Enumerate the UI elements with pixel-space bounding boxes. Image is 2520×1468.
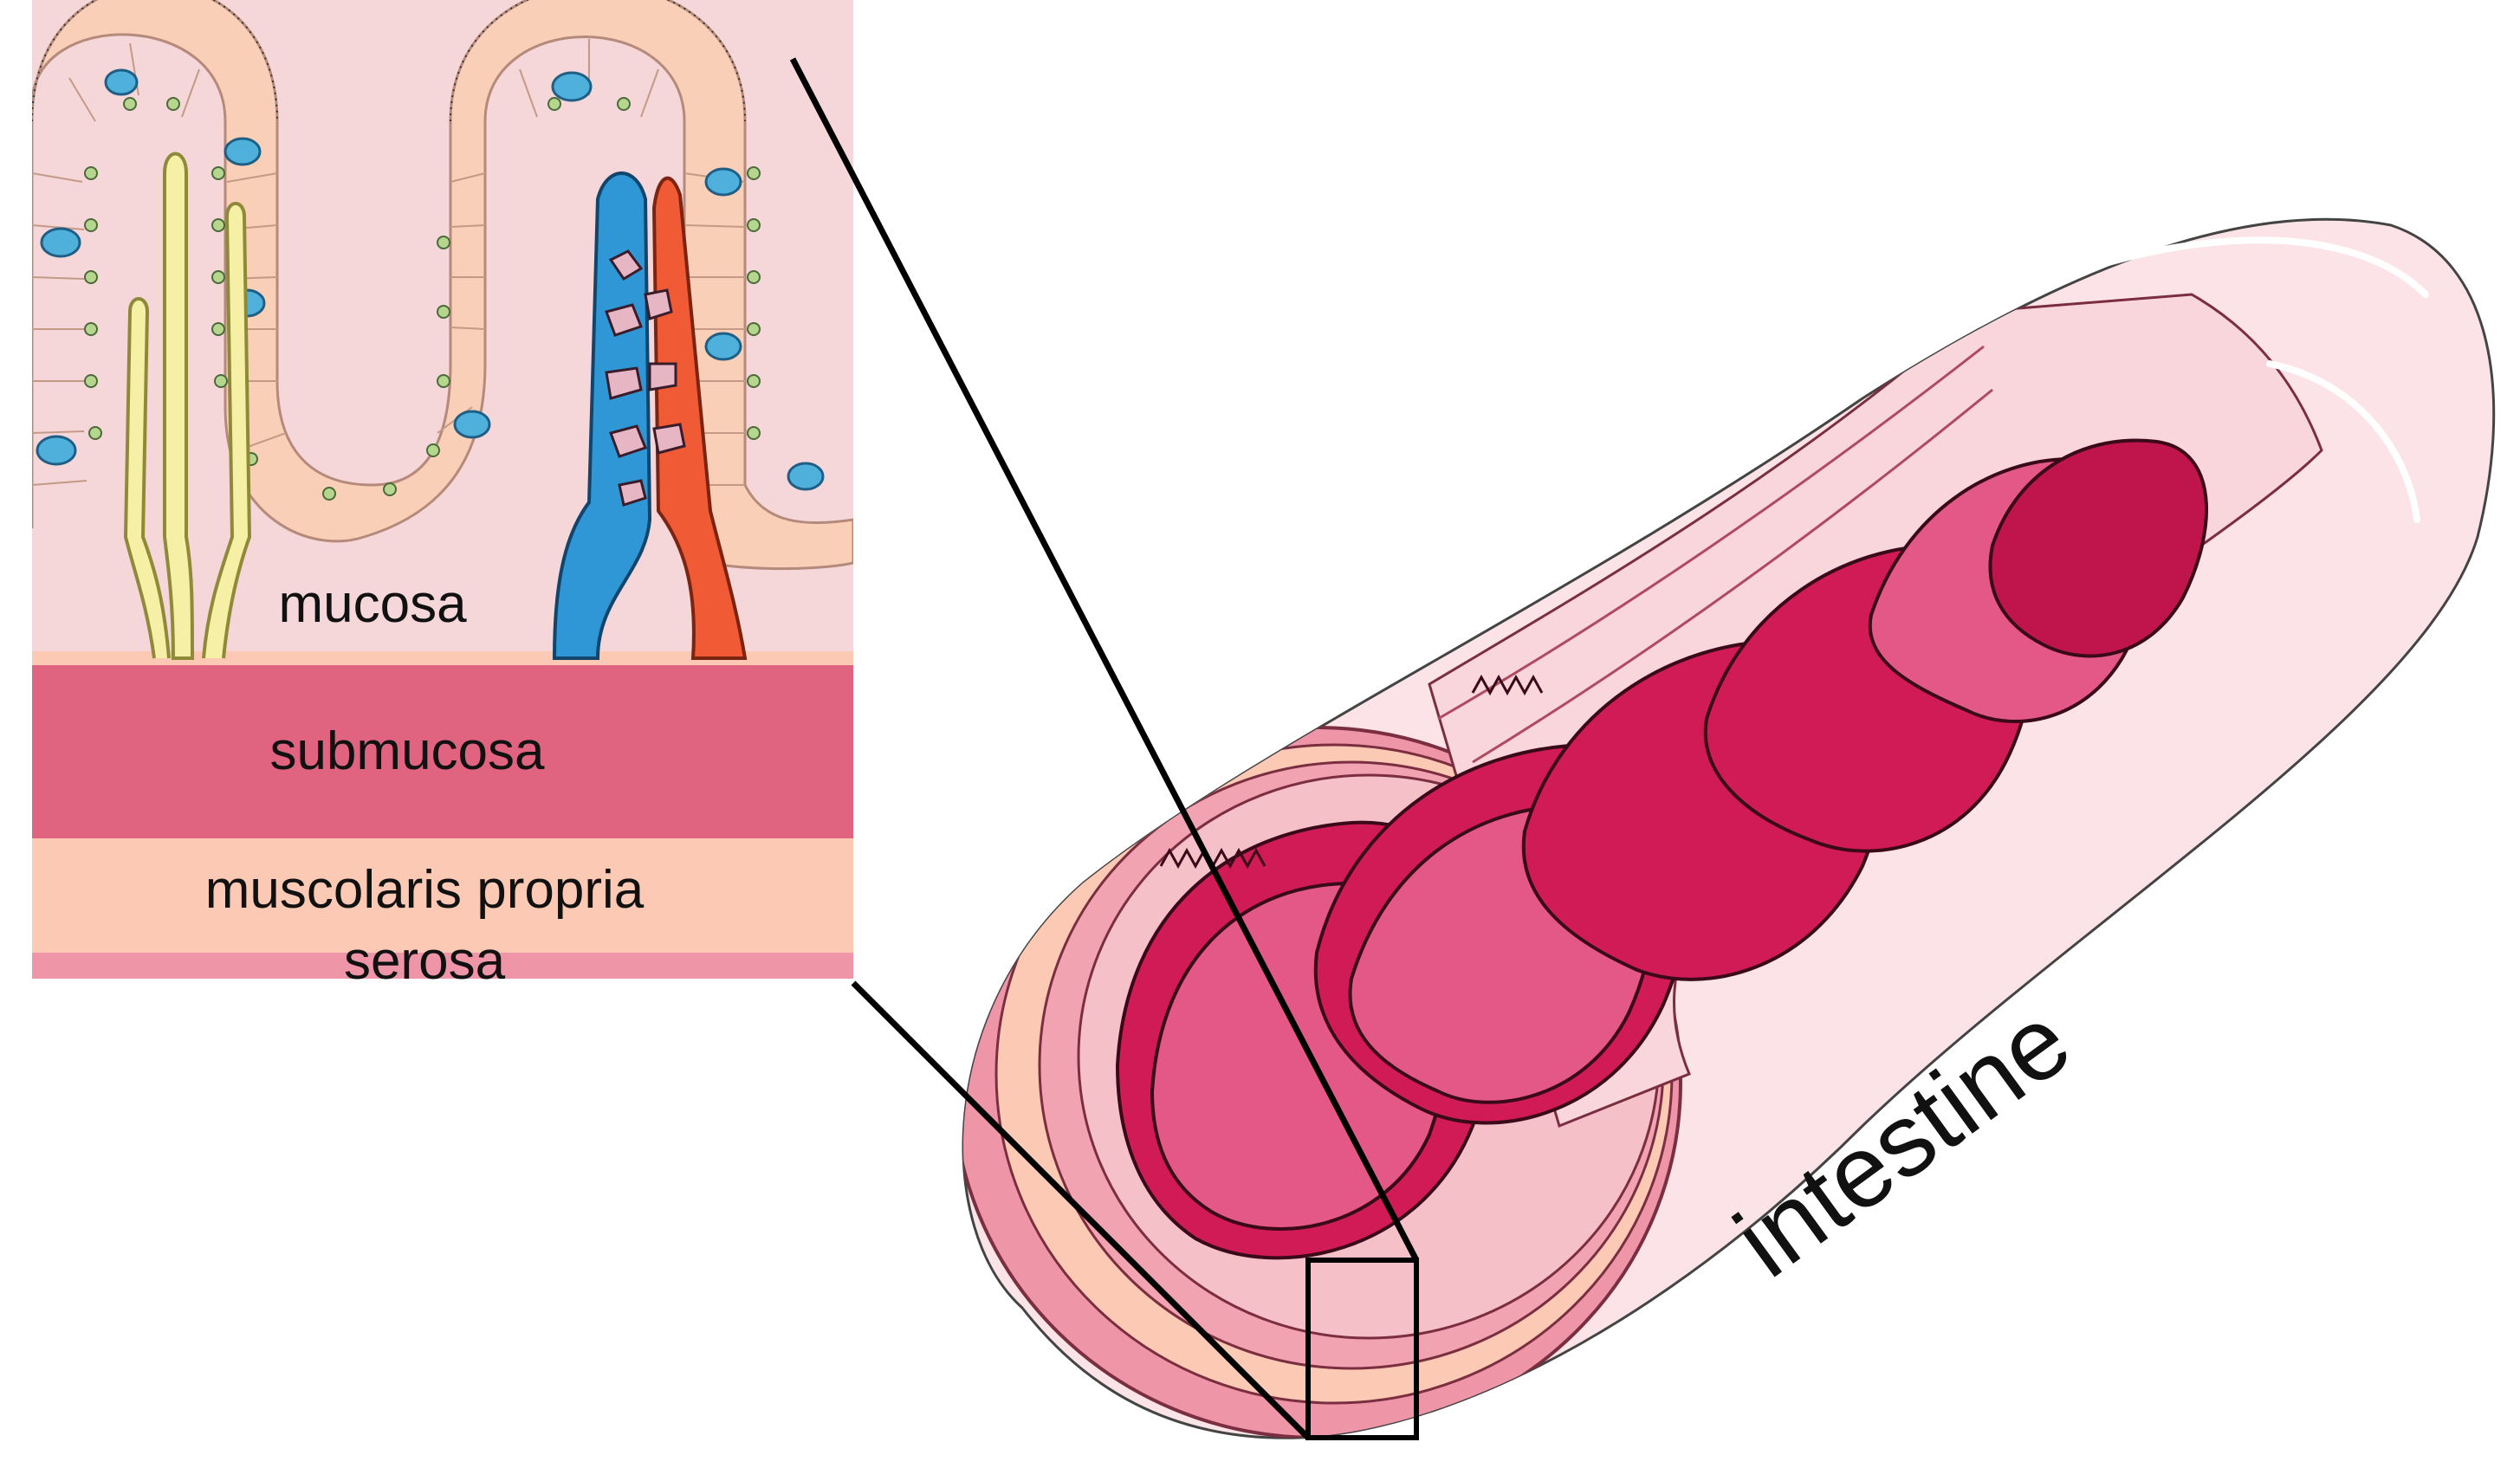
vein-vessel	[552, 171, 652, 660]
cell-nuclei	[84, 97, 761, 501]
label-mucosa: mucosa	[278, 574, 467, 634]
artery-vessel	[651, 176, 748, 660]
label-serosa: serosa	[344, 931, 506, 991]
tissue-inset	[32, 0, 853, 979]
brush-border	[32, 0, 746, 122]
muscularis-mucosae-line	[32, 651, 853, 665]
zoom-box-icon	[1305, 1258, 1419, 1440]
outer-wall-sheen	[2058, 236, 2429, 523]
goblet-cells	[36, 68, 825, 491]
muscularis-layer	[32, 838, 853, 953]
capillary-network-icon	[552, 171, 748, 660]
submucosa-layer	[32, 665, 853, 838]
serosa-layer	[32, 953, 853, 979]
intestine-tube	[962, 217, 2496, 1439]
label-submucosa: submucosa	[269, 721, 545, 781]
zoom-line-top	[789, 57, 1420, 1262]
zoom-line-bottom	[851, 980, 1311, 1440]
lacteal-icon	[123, 152, 252, 660]
label-muscularis: muscolaris propria	[205, 860, 645, 920]
plicae-circulares	[1115, 438, 2209, 1260]
